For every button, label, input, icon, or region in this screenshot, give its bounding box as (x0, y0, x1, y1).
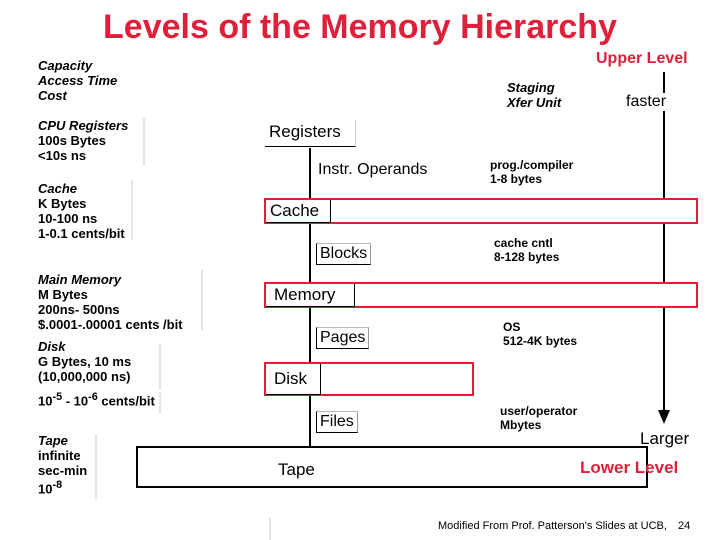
lower-level-label: Lower Level (580, 458, 679, 477)
header-label-block: Capacity Access Time Cost (38, 58, 117, 103)
header-label-capacity: Capacity (38, 58, 93, 73)
disk-cost: 10-5 - 10-6 cents/bit (38, 390, 155, 408)
larger-label: Larger (640, 429, 690, 448)
main-memory-capacity: M Bytes (38, 287, 88, 302)
disk-label: Disk (38, 339, 66, 354)
level-cache: Cache (264, 198, 698, 224)
level-tape-label: Tape (278, 460, 315, 479)
tape-spec: Tape infinite sec-min 10-8 (38, 433, 87, 496)
disk-capacity: G Bytes, 10 ms (38, 354, 132, 369)
transfer-pages: Pages (316, 327, 370, 349)
transfer-instr-operands: Instr. Operands (318, 161, 428, 178)
level-memory-label: Memory (266, 284, 355, 307)
level-registers: Registers (265, 120, 356, 147)
staging-header: Staging Xfer Unit (507, 80, 561, 110)
disk-cost-exp2: -6 (88, 391, 98, 403)
disk-access-time: (10,000,000 ns) (38, 369, 131, 384)
level-cache-label: Cache (266, 200, 331, 223)
staging-header-line1: Staging (507, 80, 555, 95)
tape-capacity: infinite (38, 448, 81, 463)
main-memory-spec: Main Memory M Bytes 200ns- 500ns $.0001-… (38, 272, 183, 332)
tape-label: Tape (38, 433, 68, 448)
disk-cost-base1: 10 (38, 393, 53, 409)
disk-cost-dash: - (62, 393, 74, 409)
main-memory-access-time: 200ns- 500ns (38, 302, 120, 317)
disk-cost-exp1: -5 (52, 391, 63, 403)
staging-user-who: user/operator (500, 404, 578, 418)
staging-prog-who: prog./compiler (490, 158, 574, 172)
cache-label: Cache (38, 181, 78, 196)
cache-spec: Cache K Bytes 10-100 ns 1-0.1 cents/bit (38, 181, 125, 241)
level-memory: Memory (264, 282, 698, 308)
header-label-cost: Cost (38, 88, 67, 103)
page-number: 24 (677, 520, 691, 532)
tape-cost-exp: -8 (52, 479, 63, 491)
disk-spec: Disk G Bytes, 10 ms (10,000,000 ns) (38, 339, 131, 384)
staging-os: OS 512-4K bytes (503, 320, 577, 348)
staging-os-size: 512-4K bytes (503, 334, 578, 348)
cpu-registers-spec: CPU Registers 100s Bytes <10s ns (38, 118, 128, 163)
staging-cache-who: cache cntl (494, 236, 553, 250)
main-memory-cost: $.0001-.00001 cents /bit (38, 317, 183, 332)
footer-credit: Modified From Prof. Patterson's Slides a… (438, 520, 690, 532)
staging-cache-size: 8-128 bytes (494, 250, 560, 264)
footer-credit-text: Modified From Prof. Patterson's Slides a… (438, 520, 667, 532)
cache-capacity: K Bytes (38, 196, 87, 211)
tape-access-time: sec-min (38, 463, 88, 478)
level-tape: Tape (136, 446, 648, 488)
level-registers-label: Registers (269, 122, 341, 141)
faster-label: faster (626, 93, 667, 111)
main-memory-label: Main Memory (38, 272, 122, 287)
staging-os-who: OS (503, 320, 521, 334)
cpu-access-time: <10s ns (38, 148, 87, 163)
arrow-head-down-icon (658, 410, 670, 424)
upper-level-label: Upper Level (596, 50, 688, 67)
page-title: Levels of the Memory Hierarchy (103, 8, 617, 46)
header-label-access-time: Access Time (38, 73, 118, 88)
staging-prog: prog./compiler 1-8 bytes (490, 158, 573, 186)
cpu-label: CPU Registers (38, 118, 129, 133)
transfer-files: Files (316, 411, 358, 433)
staging-cache: cache cntl 8-128 bytes (494, 236, 559, 264)
cpu-capacity: 100s Bytes (38, 133, 106, 148)
transfer-blocks: Blocks (316, 243, 372, 265)
disk-cost-base2: 10 (73, 393, 89, 409)
level-disk-label: Disk (266, 364, 321, 395)
tape-cost-base: 10 (38, 481, 53, 497)
disk-cost-unit: cents/bit (101, 393, 155, 409)
cache-cost: 1-0.1 cents/bit (38, 226, 125, 241)
cache-access-time: 10-100 ns (38, 211, 98, 226)
staging-user-size: Mbytes (500, 418, 542, 432)
staging-prog-size: 1-8 bytes (490, 172, 543, 186)
staging-user: user/operator Mbytes (500, 404, 577, 432)
staging-header-line2: Xfer Unit (507, 95, 562, 110)
tape-cost: 10-8 (38, 478, 87, 496)
level-disk: Disk (264, 362, 474, 396)
